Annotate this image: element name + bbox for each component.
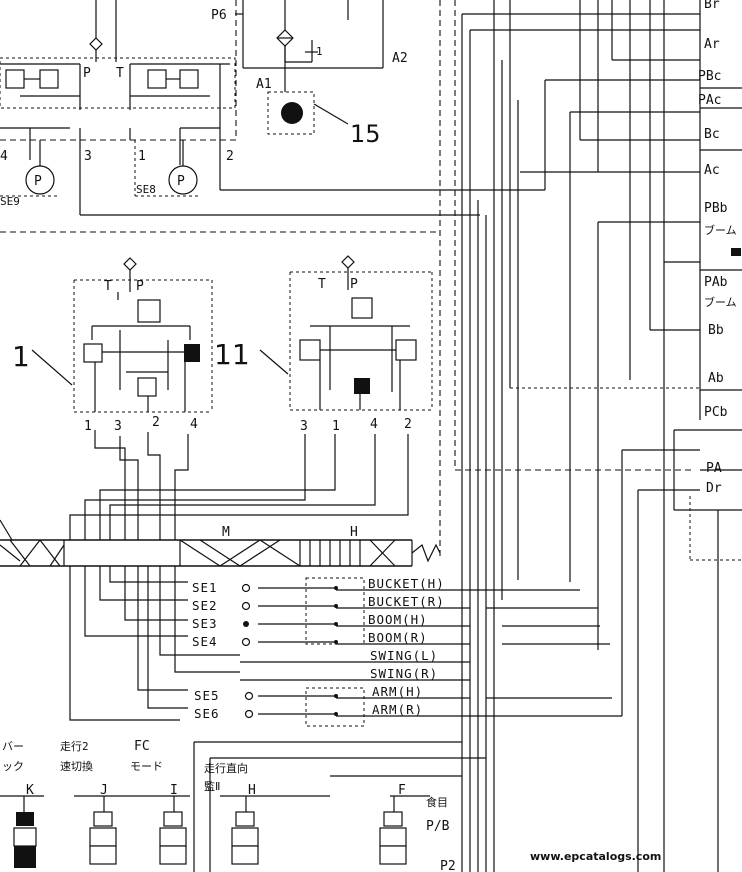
pcv1-label-4: 4: [190, 417, 198, 432]
label-port-p: P: [83, 66, 91, 81]
label-pb: P/B: [426, 819, 450, 834]
sensor-se4-id: SE4: [192, 634, 218, 649]
pcv1-label-t: T: [104, 279, 112, 294]
pcv2-label-4: 4: [370, 417, 378, 432]
label-a1: A1: [256, 77, 272, 92]
label-travel-dir2: 監Ⅱ: [204, 779, 220, 793]
label-line-2: 2: [226, 149, 234, 164]
label-mode: モード: [130, 760, 163, 773]
label-1: 1: [316, 45, 323, 58]
sensor-boom-h: BOOM(H): [368, 612, 428, 627]
sensor-bucket-h: BUCKET(H): [368, 576, 445, 591]
label-travel2: 走行2: [60, 740, 89, 753]
label-k: K: [26, 783, 34, 798]
sensor-se3-id: SE3: [192, 616, 218, 631]
label-f: F: [398, 783, 406, 798]
sensor-boom-r: BOOM(R): [368, 630, 428, 645]
sensor-bucket-r: BUCKET(R): [368, 594, 445, 609]
label-h: H: [248, 783, 256, 798]
bundle-label-h: H: [350, 525, 358, 540]
left-valve-cluster: P T P P SE9 SE8 4 3 1 2: [0, 0, 545, 216]
pcv1-label-p: P: [136, 279, 144, 294]
pcv1-label-2: 2: [152, 415, 160, 430]
label-pb-top: 食目: [426, 795, 448, 809]
sensor-se2-id: SE2: [192, 598, 218, 613]
sensor-swing-l: SWING(L): [370, 648, 438, 663]
pump-p6-block: P6 A2 A1 15 1: [211, 0, 441, 560]
port-ar: Ar: [704, 37, 720, 52]
label-i: I: [170, 783, 178, 798]
valve-output-lines: [69, 430, 409, 540]
port-bc: Bc: [704, 127, 720, 142]
ref-1: 1: [12, 340, 30, 373]
right-port-block: Br Ar PBc PAc Bc Ac PBb ブーム PAb ブーム Bb A…: [698, 0, 742, 496]
pcv1-label-3: 3: [114, 419, 122, 434]
label-lever: バー: [2, 740, 24, 753]
sensor-wires: [69, 566, 622, 727]
pcv2-label-1: 1: [332, 419, 340, 434]
label-lock: ック: [2, 760, 24, 773]
label-line-1: 1: [138, 149, 146, 164]
watermark-text: www.epcatalogs.com: [530, 850, 661, 863]
pcv1-label-1: 1: [84, 419, 92, 434]
gauge-se9-symbol: P: [34, 174, 42, 189]
label-a2: A2: [392, 51, 408, 66]
label-se9: SE9: [0, 195, 20, 208]
bundle-label-m: M: [222, 525, 230, 540]
port-boom-1: ブーム: [704, 223, 737, 237]
solenoid-row: バー ック 走行2 速切換 FC モード 走行直向 監Ⅱ K J I H F 食…: [0, 739, 486, 872]
sensor-se5-id: SE5: [194, 688, 220, 703]
label-se8: SE8: [136, 183, 156, 196]
sensor-se1-id: SE1: [192, 580, 218, 595]
pilot-valve-11: T P 3 1 4 2 11: [214, 255, 433, 434]
port-pab: PAb: [704, 275, 728, 290]
sensor-labels: SE1 SE2 SE3 SE4 SE5 SE6 BUCKET(H) BUCKET…: [192, 576, 445, 721]
pcv2-label-2: 2: [404, 417, 412, 432]
label-p2: P2: [440, 859, 456, 872]
port-dr: Dr: [706, 481, 722, 496]
port-pac: PAc: [698, 93, 721, 108]
sensor-se6-id: SE6: [194, 706, 220, 721]
harness-bundle: M H: [0, 519, 441, 567]
ref-11: 11: [214, 338, 250, 371]
sensor-swing-r: SWING(R): [370, 666, 438, 681]
port-pa: PA: [706, 461, 722, 476]
port-pbc: PBc: [698, 69, 721, 84]
port-boom-2: ブーム: [704, 295, 737, 309]
sensor-arm-h: ARM(H): [372, 684, 423, 699]
pcv2-label-p: P: [350, 277, 358, 292]
port-pcb: PCb: [704, 405, 728, 420]
pilot-valve-1: T P 1 3 2 4 1: [12, 257, 213, 434]
label-line-3: 3: [84, 149, 92, 164]
label-port-t: T: [116, 66, 124, 81]
pcv2-label-3: 3: [300, 419, 308, 434]
label-ref-15: 15: [350, 120, 381, 148]
port-pbb: PBb: [704, 201, 728, 216]
right-line-bundle: [454, 0, 742, 872]
port-ab: Ab: [708, 371, 724, 386]
port-bb: Bb: [708, 323, 724, 338]
pcv2-label-t: T: [318, 277, 326, 292]
sensor-arm-r: ARM(R): [372, 702, 423, 717]
label-travel-dir: 走行直向: [204, 761, 248, 775]
port-br: Br: [704, 0, 720, 12]
port-ac: Ac: [704, 163, 720, 178]
label-j: J: [100, 783, 108, 798]
gauge-se8-symbol: P: [177, 174, 185, 189]
label-fc: FC: [134, 739, 150, 754]
label-line-4: 4: [0, 149, 8, 164]
label-travel2-speed: 速切換: [60, 760, 93, 773]
label-p6: P6: [211, 8, 227, 23]
